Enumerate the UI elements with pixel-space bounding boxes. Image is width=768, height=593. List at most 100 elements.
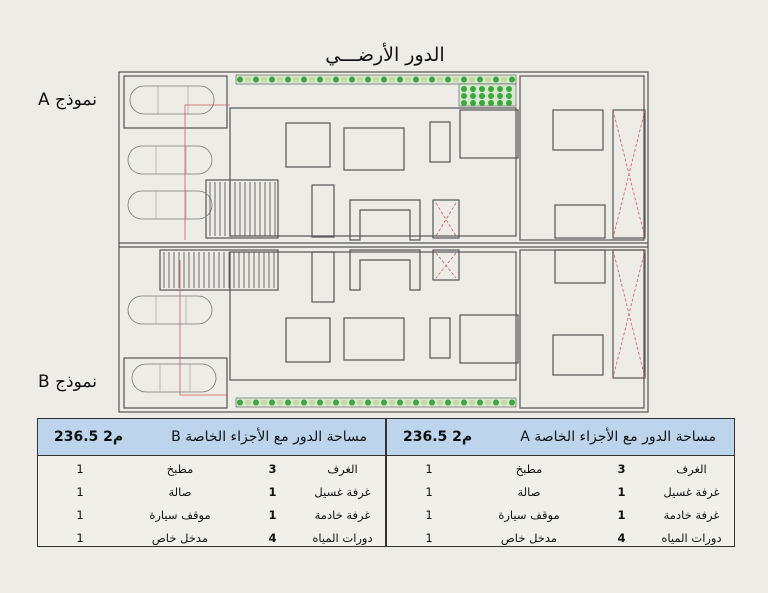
tree-icon — [309, 399, 315, 406]
room-count: 1 — [425, 530, 433, 545]
car-icon — [129, 85, 215, 115]
room-count: 1 — [617, 507, 626, 522]
majlis-a — [343, 127, 405, 171]
room-label: دورات المياه — [661, 530, 722, 545]
room-label: مدخل خاص — [151, 530, 209, 545]
tree-icon — [506, 93, 512, 99]
tree-icon — [497, 86, 503, 92]
tree-icon — [485, 399, 491, 406]
tree-icon — [479, 93, 485, 99]
tree-icon — [341, 399, 347, 406]
tree-icon — [405, 399, 411, 406]
bedroom-b1 — [459, 314, 519, 364]
table-header-a: مساحة الدور مع الأجزاء الخاصة A 236.5 م2 — [387, 419, 734, 456]
tree-icon — [493, 76, 499, 83]
dining-a — [285, 122, 331, 168]
majlis-b — [343, 317, 405, 361]
room-label: الغرف — [676, 461, 707, 476]
unit-b-living — [229, 251, 517, 381]
car-icon — [127, 295, 213, 325]
tree-icon — [301, 76, 307, 83]
table-header-b: مساحة الدور مع الأجزاء الخاصة B 236.5 م2 — [38, 419, 385, 456]
tree-icon — [325, 76, 331, 83]
floor-plan — [118, 71, 649, 413]
tree-icon — [261, 399, 267, 406]
room-label: الغرف — [327, 461, 358, 476]
tree-icon — [429, 399, 435, 406]
room-count: 1 — [76, 484, 84, 499]
room-count: 4 — [617, 530, 626, 545]
spec-table-b: مساحة الدور مع الأجزاء الخاصة B 236.5 م2… — [37, 418, 386, 547]
tree-icon — [389, 399, 395, 406]
tree-icon — [357, 399, 363, 406]
tree-icon — [405, 76, 411, 83]
tree-icon — [497, 100, 503, 106]
tree-icon — [470, 100, 476, 106]
room-count: 1 — [425, 461, 433, 476]
tree-icon — [341, 76, 347, 83]
tree-icon — [445, 399, 451, 406]
tree-icon — [269, 76, 275, 83]
tree-icon — [509, 399, 515, 406]
tree-icon — [421, 399, 427, 406]
table-b — [429, 317, 451, 359]
room-count: 1 — [76, 530, 84, 545]
elevator-b-cross — [435, 252, 457, 279]
plan-outline — [118, 71, 649, 413]
tree-icon — [461, 86, 467, 92]
room-label: مطبخ — [166, 461, 194, 476]
tree-icon — [365, 399, 371, 406]
car-icon — [127, 145, 213, 175]
tree-icon — [501, 76, 507, 83]
tree-icon — [488, 100, 494, 106]
tree-icon — [277, 76, 283, 83]
parking-b — [123, 357, 228, 409]
room-label: مدخل خاص — [500, 530, 558, 545]
room-count: 1 — [425, 484, 433, 499]
tree-icon — [461, 93, 467, 99]
tree-icon — [245, 399, 251, 406]
room-label: صالة — [168, 484, 192, 499]
tree-icon — [373, 399, 379, 406]
tree-icon — [469, 399, 475, 406]
model-b-label: نموذج B — [38, 372, 97, 392]
boundary-line-a — [184, 104, 230, 240]
tree-icon — [413, 399, 419, 406]
lightwell-b — [349, 249, 421, 291]
room-count: 1 — [268, 484, 277, 499]
tree-icon — [461, 100, 467, 106]
tree-icon — [373, 76, 379, 83]
tree-icon — [453, 76, 459, 83]
void-a — [612, 109, 646, 239]
tree-icon — [333, 76, 339, 83]
room-count: 1 — [76, 507, 84, 522]
room-count: 1 — [425, 507, 433, 522]
tree-icon — [437, 399, 443, 406]
room-count: 1 — [76, 461, 84, 476]
tree-icon — [237, 399, 243, 406]
room-label: دورات المياه — [312, 530, 373, 545]
void-a-cross — [612, 109, 646, 239]
tree-icon — [397, 399, 403, 406]
bedroom-a1 — [459, 109, 519, 159]
room-count: 3 — [268, 461, 277, 476]
spec-table-a: مساحة الدور مع الأجزاء الخاصة A 236.5 م2… — [386, 418, 735, 547]
tree-icon — [237, 76, 243, 83]
tree-icon — [477, 399, 483, 406]
tree-icon — [488, 86, 494, 92]
table-row: دورات المياه 4 مدخل خاص 1 — [387, 526, 734, 549]
room-label: مطبخ — [515, 461, 543, 476]
bath-b — [311, 251, 335, 303]
tree-icon — [413, 76, 419, 83]
bedroom-b3 — [554, 249, 606, 284]
table-area-b: 236.5 م2 — [54, 429, 124, 445]
tree-icon — [506, 100, 512, 106]
car-icon — [131, 363, 217, 393]
tree-icon — [485, 76, 491, 83]
bath-a — [311, 184, 335, 238]
tree-icon — [461, 399, 467, 406]
room-label: غرفة غسيل — [663, 484, 720, 499]
